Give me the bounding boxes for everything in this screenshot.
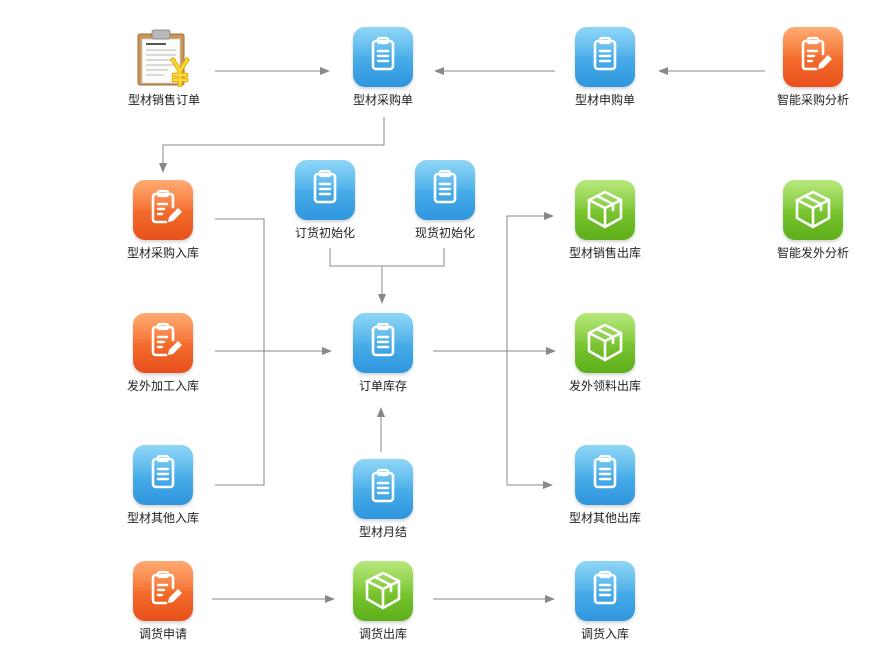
- clipboard-icon: [313, 169, 337, 204]
- clipboard-icon: [433, 169, 457, 204]
- node-label: 型材申购单: [574, 93, 635, 107]
- node-sales-order[interactable]: 型材销售订单: [99, 27, 229, 108]
- node-label: 智能发外分析: [776, 246, 849, 260]
- node-label: 智能采购分析: [776, 93, 849, 107]
- clipboard-icon: [371, 468, 395, 503]
- node-sales-outbound[interactable]: 型材销售出库: [540, 180, 670, 261]
- clipboard-edit-icon: [151, 570, 182, 605]
- node-purchase-inbound[interactable]: 型材采购入库: [98, 180, 228, 261]
- node-other-inbound[interactable]: 型材其他入库: [98, 445, 228, 526]
- line-purchase-inbound-to-bus: [215, 218, 265, 486]
- line-order-init-merge: [329, 248, 445, 267]
- node-label: 发外加工入库: [126, 379, 199, 393]
- clipboard-icon: [593, 454, 617, 489]
- arrow-purchase-order-to-purchase-inbound: [159, 117, 385, 173]
- node-transfer-in[interactable]: 调货入库: [540, 561, 670, 642]
- box-icon: [365, 571, 401, 610]
- box-icon: [795, 190, 831, 229]
- node-transfer-request[interactable]: 调货申请: [98, 561, 228, 642]
- box-icon: [587, 190, 623, 229]
- node-label: 调货出库: [358, 627, 407, 641]
- node-outsource-material-out[interactable]: 发外领料出库: [540, 313, 670, 394]
- node-label: 型材采购单: [352, 93, 413, 107]
- node-label: 型材其他入库: [126, 511, 199, 525]
- node-smart-outsource[interactable]: 智能发外分析: [748, 180, 878, 261]
- node-purchase-order[interactable]: 型材采购单: [318, 27, 448, 108]
- node-monthly-close[interactable]: 型材月结: [318, 459, 448, 540]
- node-label: 型材其他出库: [568, 511, 641, 525]
- node-order-inventory[interactable]: 订单库存: [318, 313, 448, 394]
- node-purchase-request[interactable]: 型材申购单: [540, 27, 670, 108]
- clipboard-icon: [593, 570, 617, 605]
- node-label: 调货申请: [138, 627, 187, 641]
- clipboard-icon: [593, 36, 617, 71]
- node-label: 订单库存: [358, 379, 407, 393]
- node-outsource-inbound[interactable]: 发外加工入库: [98, 313, 228, 394]
- clipboard-edit-icon: [151, 322, 182, 357]
- node-label: 调货入库: [580, 627, 629, 641]
- clipboard-edit-icon: [801, 36, 832, 71]
- node-order-init[interactable]: 订货初始化: [260, 160, 390, 241]
- node-label: 型材月结: [358, 525, 407, 539]
- node-transfer-out[interactable]: 调货出库: [318, 561, 448, 642]
- node-label: 现货初始化: [414, 226, 475, 240]
- arrow-bus-to-sales-outbound: [506, 212, 554, 351]
- arrow-bus-to-other-outbound: [506, 351, 553, 489]
- clipboard-edit-icon: [151, 189, 182, 224]
- node-label: 发外领料出库: [568, 379, 641, 393]
- clipboard-icon: [371, 36, 395, 71]
- node-stock-init[interactable]: 现货初始化: [380, 160, 510, 241]
- node-label: 型材采购入库: [126, 246, 199, 260]
- node-label: 型材销售订单: [127, 93, 200, 107]
- node-smart-purchase[interactable]: 智能采购分析: [748, 27, 878, 108]
- node-label: 型材销售出库: [568, 246, 641, 260]
- clipboard-icon: [151, 454, 175, 489]
- box-icon: [587, 323, 623, 362]
- receipt-yen-icon: [137, 29, 191, 87]
- node-other-outbound[interactable]: 型材其他出库: [540, 445, 670, 526]
- node-label: 订货初始化: [294, 226, 355, 240]
- clipboard-icon: [371, 322, 395, 357]
